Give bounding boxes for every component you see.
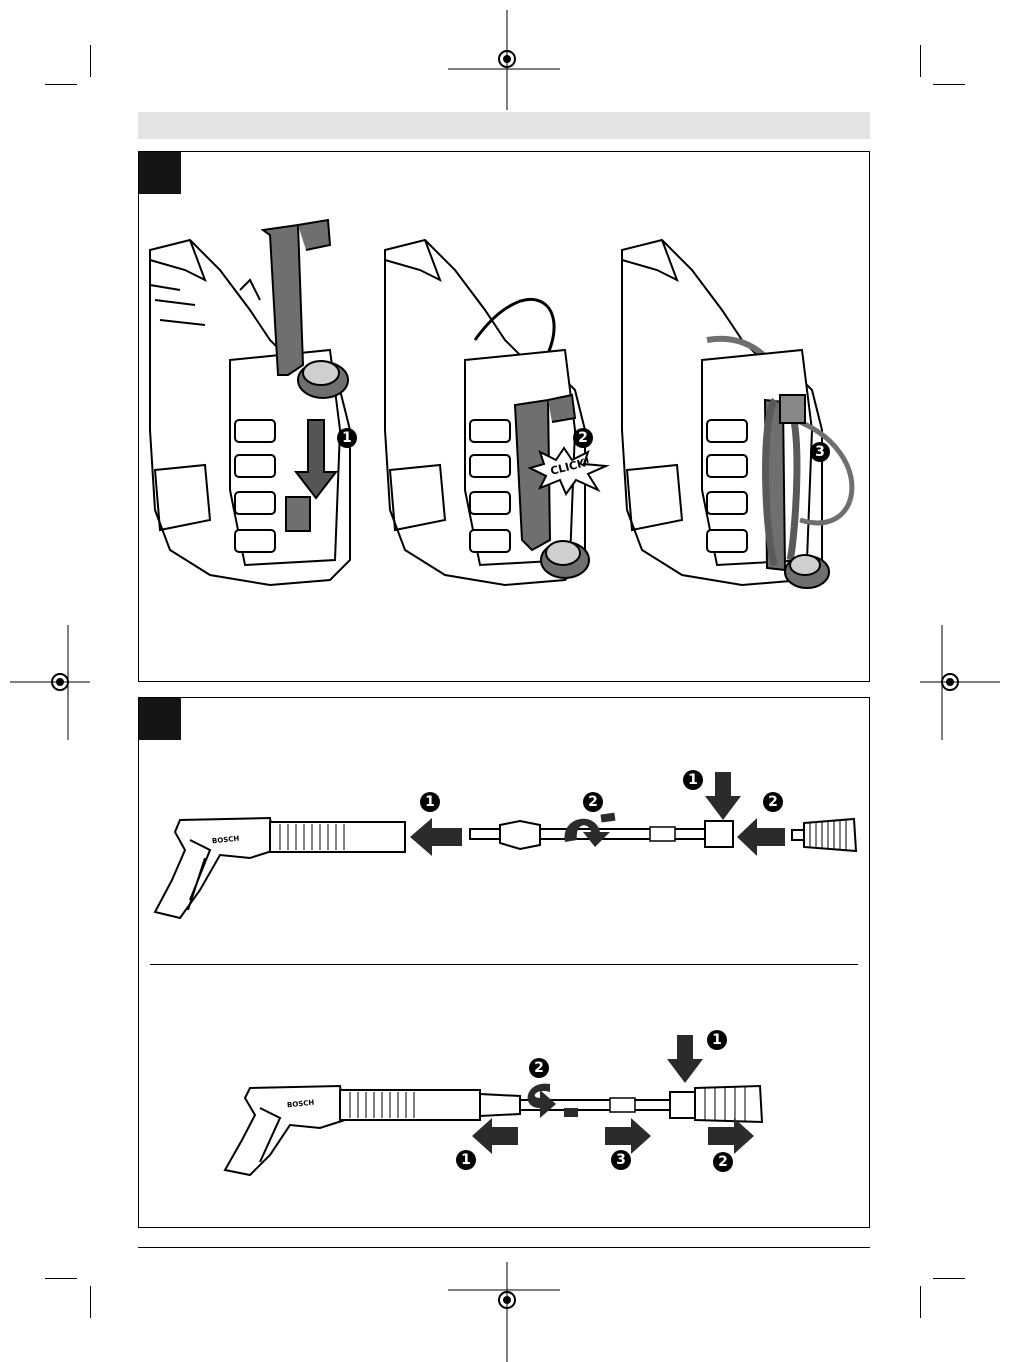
top-step-2-left: 2 bbox=[583, 792, 603, 812]
step-2-badge: 2 bbox=[573, 428, 593, 448]
footer-rule bbox=[138, 1247, 870, 1248]
rotate-arrow-icon bbox=[555, 812, 615, 857]
rotate-arrow-icon-2 bbox=[520, 1078, 580, 1123]
spray-gun-1 bbox=[150, 810, 410, 930]
right-arrow-icon bbox=[605, 1118, 651, 1154]
registration-mark-top bbox=[448, 10, 560, 110]
registration-mark-right bbox=[920, 625, 1000, 740]
panel-divider bbox=[150, 964, 858, 965]
left-arrow-icon-3 bbox=[472, 1118, 518, 1154]
bottom-step-1-left: 1 bbox=[456, 1150, 476, 1170]
down-arrow-icon-3 bbox=[667, 1035, 703, 1083]
bottom-step-3: 3 bbox=[611, 1150, 631, 1170]
hose-coil-part bbox=[745, 390, 865, 600]
figure-2-tab bbox=[139, 698, 181, 740]
registration-mark-left bbox=[10, 625, 90, 740]
bottom-step-2-right: 2 bbox=[713, 1152, 733, 1172]
left-arrow-icon-2 bbox=[737, 818, 785, 856]
left-arrow-icon bbox=[410, 818, 462, 856]
registration-mark-bottom bbox=[448, 1262, 560, 1362]
top-step-2-right: 2 bbox=[763, 792, 783, 812]
down-arrow-icon bbox=[296, 420, 336, 500]
top-step-1-left: 1 bbox=[420, 792, 440, 812]
right-arrow-icon-2 bbox=[708, 1118, 754, 1154]
bottom-step-2: 2 bbox=[529, 1058, 549, 1078]
holder-part-1 bbox=[258, 215, 358, 415]
nozzle-part bbox=[790, 815, 860, 855]
bottom-step-1-right: 1 bbox=[707, 1030, 727, 1050]
figure-1-tab bbox=[139, 152, 181, 194]
top-step-1-right: 1 bbox=[683, 770, 703, 790]
header-bar bbox=[138, 112, 870, 139]
down-arrow-icon-2 bbox=[705, 772, 741, 820]
step-1-badge: 1 bbox=[337, 428, 357, 448]
slot-part bbox=[284, 495, 314, 535]
step-3-badge: 3 bbox=[810, 442, 830, 462]
